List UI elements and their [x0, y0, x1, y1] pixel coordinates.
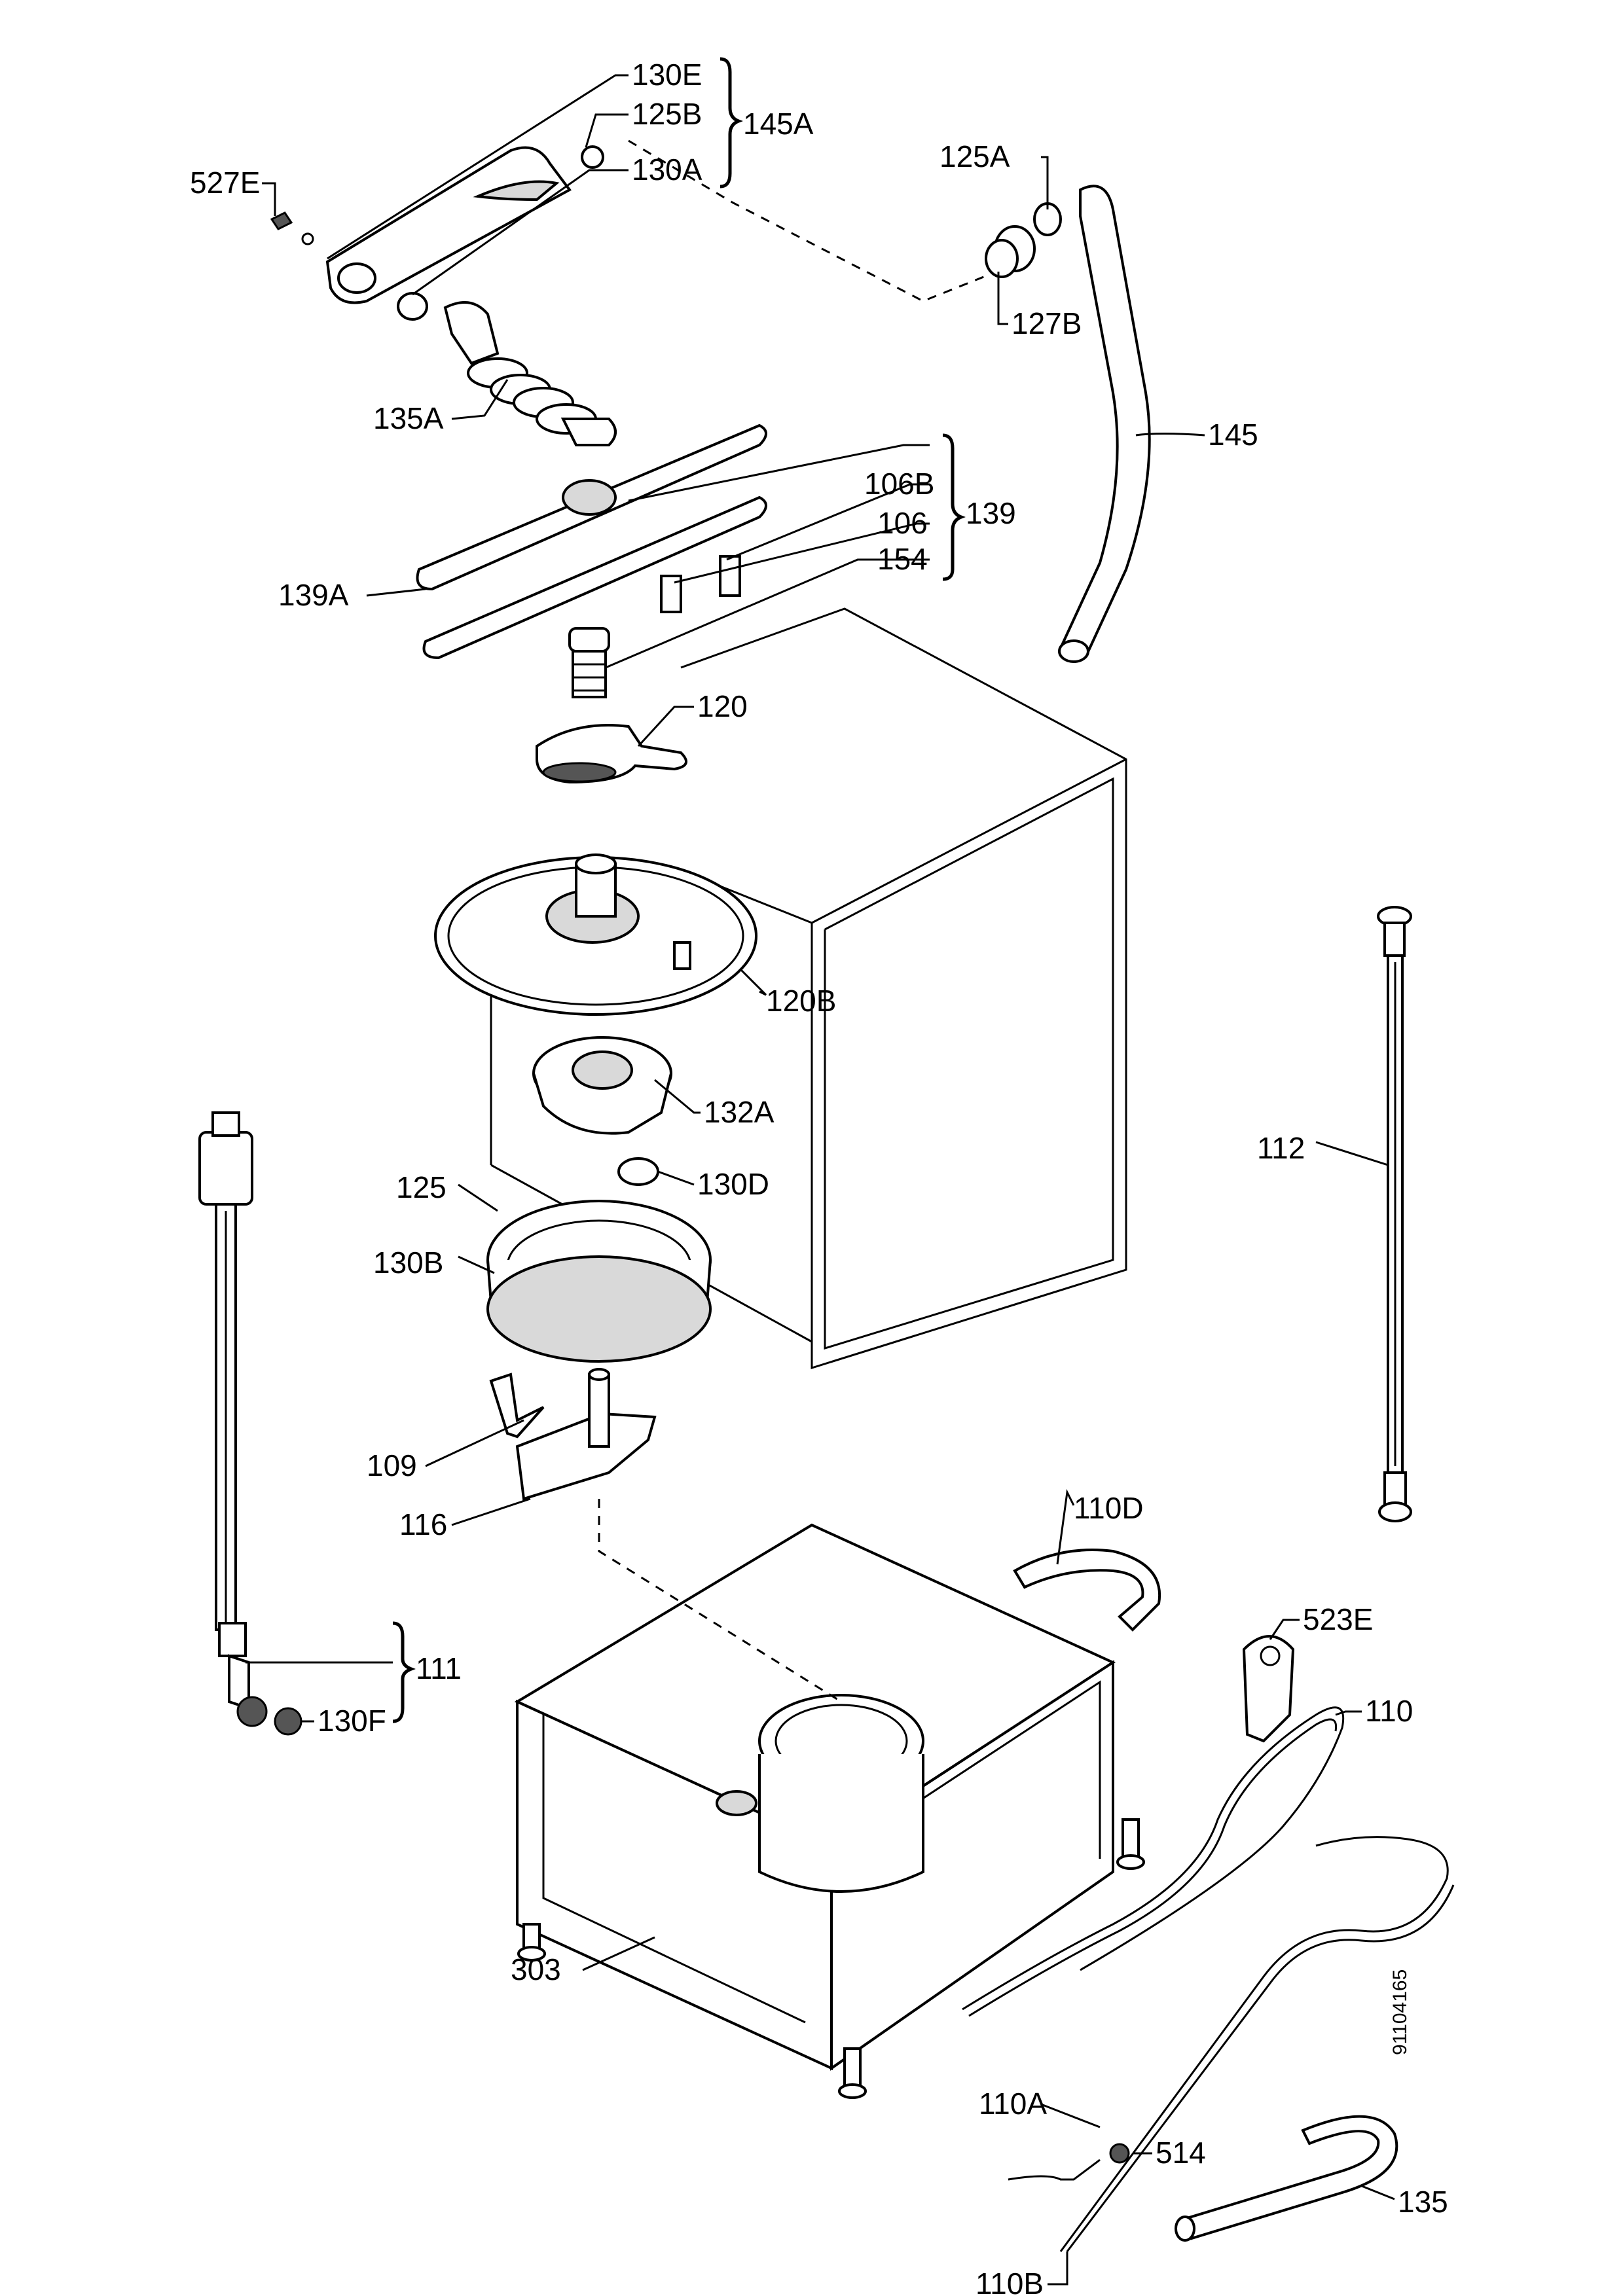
nut-514 [1109, 2143, 1130, 2164]
gasket-130B [486, 1255, 712, 1363]
bracket-139 [942, 433, 966, 581]
nut-527E [270, 211, 314, 245]
wire-110 [962, 1706, 1345, 2017]
filter-plate-120B [434, 853, 757, 1016]
catalog-id: 91104165 [1389, 1969, 1411, 2055]
label-111: 111 [416, 1651, 462, 1685]
label-130F: 130F [318, 1704, 386, 1738]
hose-112 [1377, 906, 1412, 1522]
clip-106B [719, 555, 741, 597]
label-110D: 110D [1074, 1491, 1144, 1525]
label-116: 116 [399, 1507, 447, 1541]
label-125B: 125B [632, 97, 702, 131]
label-106: 106 [877, 506, 928, 540]
valve-housing-116 [515, 1368, 657, 1501]
bracket-523E [1242, 1635, 1295, 1743]
connector-127B [985, 225, 1036, 278]
gasket-130A [397, 292, 428, 321]
leader-lines [246, 74, 1395, 2286]
label-130D: 130D [697, 1167, 769, 1201]
label-130E: 130E [632, 58, 702, 92]
bellows-135A [443, 301, 617, 446]
wire-110B [1008, 2159, 1101, 2181]
label-130A: 130A [632, 152, 702, 187]
seal-125B [581, 145, 604, 169]
bracket-145A [720, 57, 743, 188]
nut-130F [274, 1707, 302, 1736]
label-523E: 523E [1303, 1602, 1373, 1636]
hose-110D [1013, 1549, 1161, 1632]
base-frame-303 [514, 1523, 1145, 2099]
label-154: 154 [877, 542, 928, 576]
label-132A: 132A [704, 1095, 775, 1129]
dash-line-130A-to-127B [628, 139, 989, 302]
label-139A: 139A [278, 578, 349, 612]
label-145: 145 [1208, 418, 1258, 452]
label-130B: 130B [373, 1246, 443, 1280]
label-120: 120 [697, 689, 748, 723]
spray-arm-139A [416, 423, 767, 591]
label-145A: 145A [743, 107, 814, 141]
hose-135 [1175, 2115, 1398, 2242]
label-110: 110 [1365, 1694, 1413, 1728]
feed-pipe-145 [1058, 185, 1151, 663]
sump-132A [532, 1036, 672, 1135]
label-106B: 106B [864, 467, 934, 501]
inlet-hose-111 [198, 1111, 268, 1727]
label-135A: 135A [373, 401, 444, 435]
label-527E: 527E [190, 166, 260, 200]
label-127B: 127B [1012, 306, 1082, 340]
label-110A: 110A [979, 2087, 1047, 2121]
spray-arm-139 [422, 495, 767, 660]
label-109: 109 [367, 1448, 417, 1482]
filter-nut-120 [536, 724, 687, 784]
label-125: 125 [396, 1170, 447, 1204]
label-303: 303 [511, 1952, 561, 1986]
label-110B: 110B [976, 2267, 1044, 2296]
upper-spray-arm-130E [325, 146, 572, 304]
gasket-130D [617, 1157, 659, 1186]
bracket-109 [489, 1372, 545, 1439]
hub-154 [568, 627, 610, 698]
label-120B: 120B [766, 984, 836, 1018]
label-139: 139 [966, 496, 1016, 530]
label-135: 135 [1398, 2185, 1448, 2219]
label-514: 514 [1156, 2136, 1206, 2170]
wire-110A [1059, 1836, 1455, 2252]
dash-line-116-to-303 [598, 1499, 842, 1703]
label-112: 112 [1257, 1131, 1305, 1165]
label-125A: 125A [939, 139, 1010, 173]
bracket-111 [392, 1621, 416, 1723]
